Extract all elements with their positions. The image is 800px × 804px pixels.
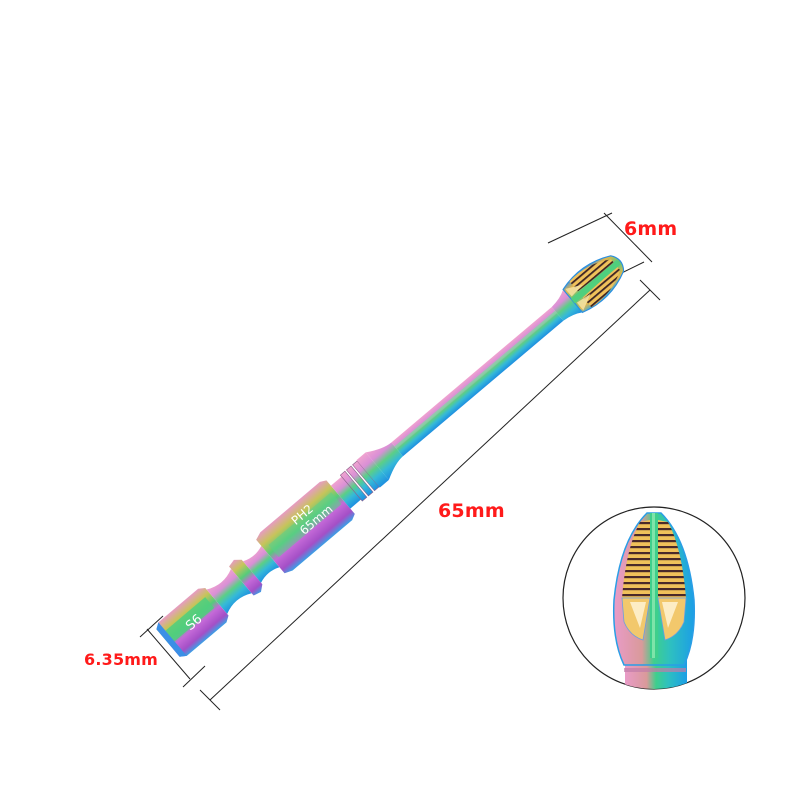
hex-dimension-line: [146, 628, 191, 680]
tip-width-label: 6mm: [624, 218, 678, 240]
length-label: 65mm: [438, 500, 505, 522]
tip-closeup-inset: [562, 506, 746, 690]
hex-body: [256, 480, 355, 574]
length-dimension-line: [209, 289, 651, 701]
hex-shank-label: 6.35mm: [84, 650, 159, 669]
phillips-tip: [562, 255, 625, 314]
screwdriver-bit: [156, 255, 625, 657]
tip-dimension-line: [603, 212, 653, 263]
hex-shank: [156, 587, 229, 657]
collar-rings: [339, 452, 389, 502]
shaft: [391, 306, 564, 457]
